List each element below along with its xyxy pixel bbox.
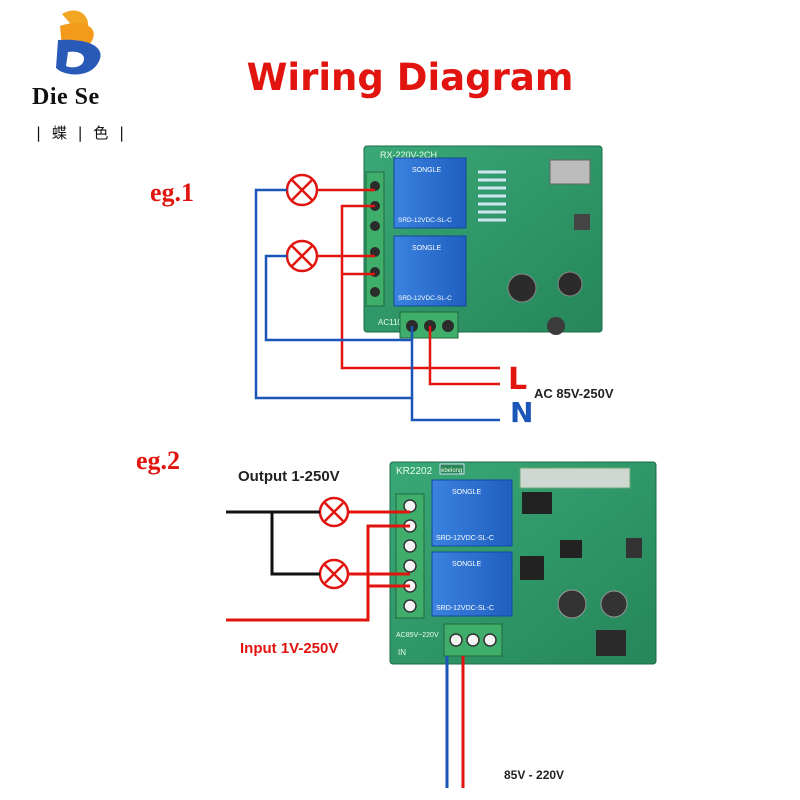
board-1-bottom-text: AC110 (378, 318, 402, 327)
board-2-bottom-text: AC85V~220V (396, 632, 439, 639)
relay-2a: SONGLE SRD-12VDC-SL-C (431, 479, 513, 547)
relay-2b: SONGLE SRD-12VDC-SL-C (431, 551, 513, 617)
red-wires-2 (226, 510, 465, 788)
brand-chinese-name: | 蝶 | 色 | (36, 124, 128, 142)
terminal-block-side-2 (395, 493, 425, 619)
output-voltage-label: Output 1-250V (238, 468, 340, 485)
red-wires-1 (317, 188, 500, 386)
logo-b-icon (56, 10, 101, 75)
blue-wires-1 (254, 188, 500, 422)
terminal-screws-side-2 (403, 499, 417, 613)
terminal-block-side-1 (365, 171, 385, 307)
example-1-diagram: RX-220V-2CH AC110 SONGLE SRD-12VDC-SL-C … (254, 145, 603, 422)
board-2-in-text: IN (398, 648, 406, 657)
lamp-icon (318, 558, 350, 590)
example-2-diagram: KR2202 ebelong AC85V~220V IN SONGLE SRD-… (226, 461, 657, 788)
board-2-tag: ebelong (441, 468, 462, 474)
relay-1a: SONGLE SRD-12VDC-SL-C (393, 157, 467, 229)
example-2-label: eg.2 (136, 446, 181, 475)
capacitor-icon (557, 589, 587, 619)
terminal-screws-power-2 (449, 633, 497, 647)
brand-name: Die Se (32, 84, 100, 110)
relay-2b-model: SRD-12VDC-SL-C (436, 605, 494, 612)
board-1-model: RX-220V-2CH (380, 150, 437, 160)
page-title: Wiring Diagram (246, 56, 574, 99)
board-2-model: KR2202 (396, 466, 433, 477)
inductor-icon (596, 630, 626, 656)
relay-1b-brand: SONGLE (412, 245, 442, 252)
lamp-icon (318, 496, 350, 528)
neutral-label: N (510, 396, 534, 429)
relay-1a-model: SRD-12VDC-SL-C (398, 217, 452, 224)
supply-voltage-label-2: 85V - 220V (504, 768, 565, 782)
line-label: L (508, 362, 528, 397)
lamp-icon (285, 239, 319, 273)
relay-1b-model: SRD-12VDC-SL-C (398, 295, 452, 302)
lamp-icon (285, 173, 319, 207)
capacitor-icon (507, 273, 537, 303)
black-wires-2 (226, 510, 320, 576)
terminal-screws-side-1 (370, 181, 380, 297)
chip-1 (549, 159, 591, 185)
relay-2b-brand: SONGLE (452, 561, 482, 568)
relay-2a-model: SRD-12VDC-SL-C (436, 535, 494, 542)
relay-1a-brand: SONGLE (412, 167, 442, 174)
input-voltage-label: Input 1V-250V (240, 640, 339, 657)
inductor-icon (547, 317, 565, 335)
antenna-coil-icon (478, 170, 506, 222)
button-1 (574, 214, 590, 230)
example-1-label: eg.1 (150, 178, 195, 207)
supply-voltage-label-1: AC 85V-250V (534, 386, 614, 401)
relay-1b: SONGLE SRD-12VDC-SL-C (393, 235, 467, 307)
relay-2a-brand: SONGLE (452, 489, 482, 496)
